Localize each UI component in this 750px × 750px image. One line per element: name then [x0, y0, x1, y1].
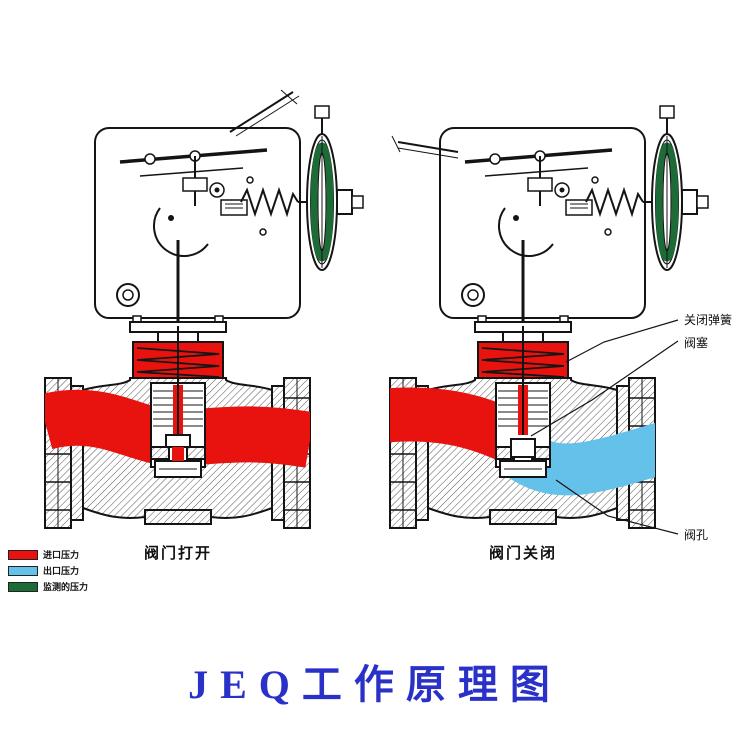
legend: 进口压力 出口压力 监测的压力 [8, 548, 88, 596]
orifice-open [172, 447, 184, 461]
valve-open-diagram [45, 89, 363, 528]
valve-plug-closed [510, 438, 536, 458]
caption-valve-closed: 阀门关闭 [488, 545, 558, 562]
valve-closed-diagram [362, 106, 708, 528]
callout-line-valve-orifice [555, 479, 679, 535]
callout-valve-orifice: 阀孔 [684, 528, 709, 542]
page-title: JEQ工作原理图 [188, 662, 562, 707]
inlet-pressure-swatch [8, 549, 38, 560]
outlet-pressure-swatch [8, 565, 38, 576]
legend-item-inlet: 进口压力 [8, 548, 88, 561]
legend-label: 进口压力 [43, 550, 80, 560]
callout-line-valve-plug [530, 340, 679, 437]
callout-line-closing-spring [565, 319, 679, 363]
legend-label: 监测的压力 [43, 582, 89, 592]
valve-plug-open [165, 434, 191, 448]
legend-item-outlet: 出口压力 [8, 564, 88, 577]
caption-valve-open: 阀门打开 [143, 545, 213, 562]
callout-valve-plug: 阀塞 [684, 336, 709, 350]
legend-item-monitored: 监测的压力 [8, 580, 88, 593]
monitored-pressure-swatch [8, 581, 38, 592]
handle [391, 135, 459, 159]
legend-label: 出口压力 [43, 566, 80, 576]
flow-inlet-blocked [390, 387, 545, 467]
handle [229, 89, 300, 137]
callout-closing-spring: 关闭弹簧 [684, 313, 733, 327]
